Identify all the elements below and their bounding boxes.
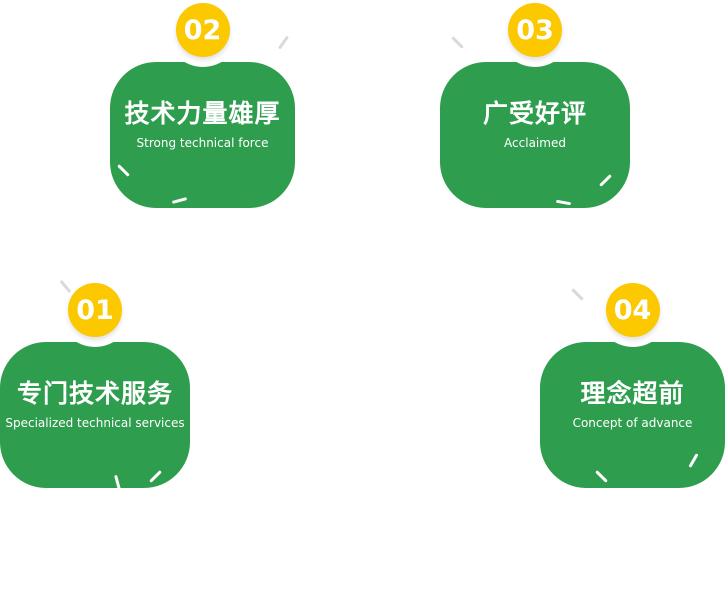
badge-number: 03 (516, 14, 554, 46)
card-subtitle: Strong technical force (136, 136, 269, 151)
card-body-04: 理念超前 Concept of advance (540, 342, 725, 488)
card-subtitle: Acclaimed (504, 136, 566, 151)
feature-card-03: 广受好评 Acclaimed 03 (440, 0, 630, 208)
card-subtitle: Concept of advance (572, 416, 693, 431)
sparkle-tick-icon (571, 288, 584, 301)
card-title: 技术力量雄厚 (124, 99, 281, 129)
feature-card-01: 专门技术服务 Specialized technical services 01 (0, 273, 190, 491)
badge-number: 02 (183, 14, 222, 46)
card-title: 理念超前 (580, 379, 685, 409)
number-badge: 01 (68, 283, 122, 337)
card-body-02: 技术力量雄厚 Strong technical force (110, 62, 295, 208)
badge-number: 04 (613, 294, 652, 326)
feature-card-02: 技术力量雄厚 Strong technical force 02 (110, 0, 295, 208)
number-badge: 04 (605, 283, 660, 337)
number-badge: 02 (175, 3, 230, 57)
card-subtitle: Specialized technical services (5, 416, 185, 431)
sparkle-tick-icon (451, 36, 464, 49)
feature-card-04: 理念超前 Concept of advance 04 (540, 273, 725, 488)
number-badge: 03 (508, 3, 562, 57)
card-title: 广受好评 (482, 99, 587, 129)
sparkle-tick-icon (277, 35, 290, 50)
card-body-01: 专门技术服务 Specialized technical services (0, 342, 190, 488)
card-title: 专门技术服务 (16, 379, 173, 409)
card-body-03: 广受好评 Acclaimed (440, 62, 630, 208)
badge-number: 01 (76, 294, 114, 326)
